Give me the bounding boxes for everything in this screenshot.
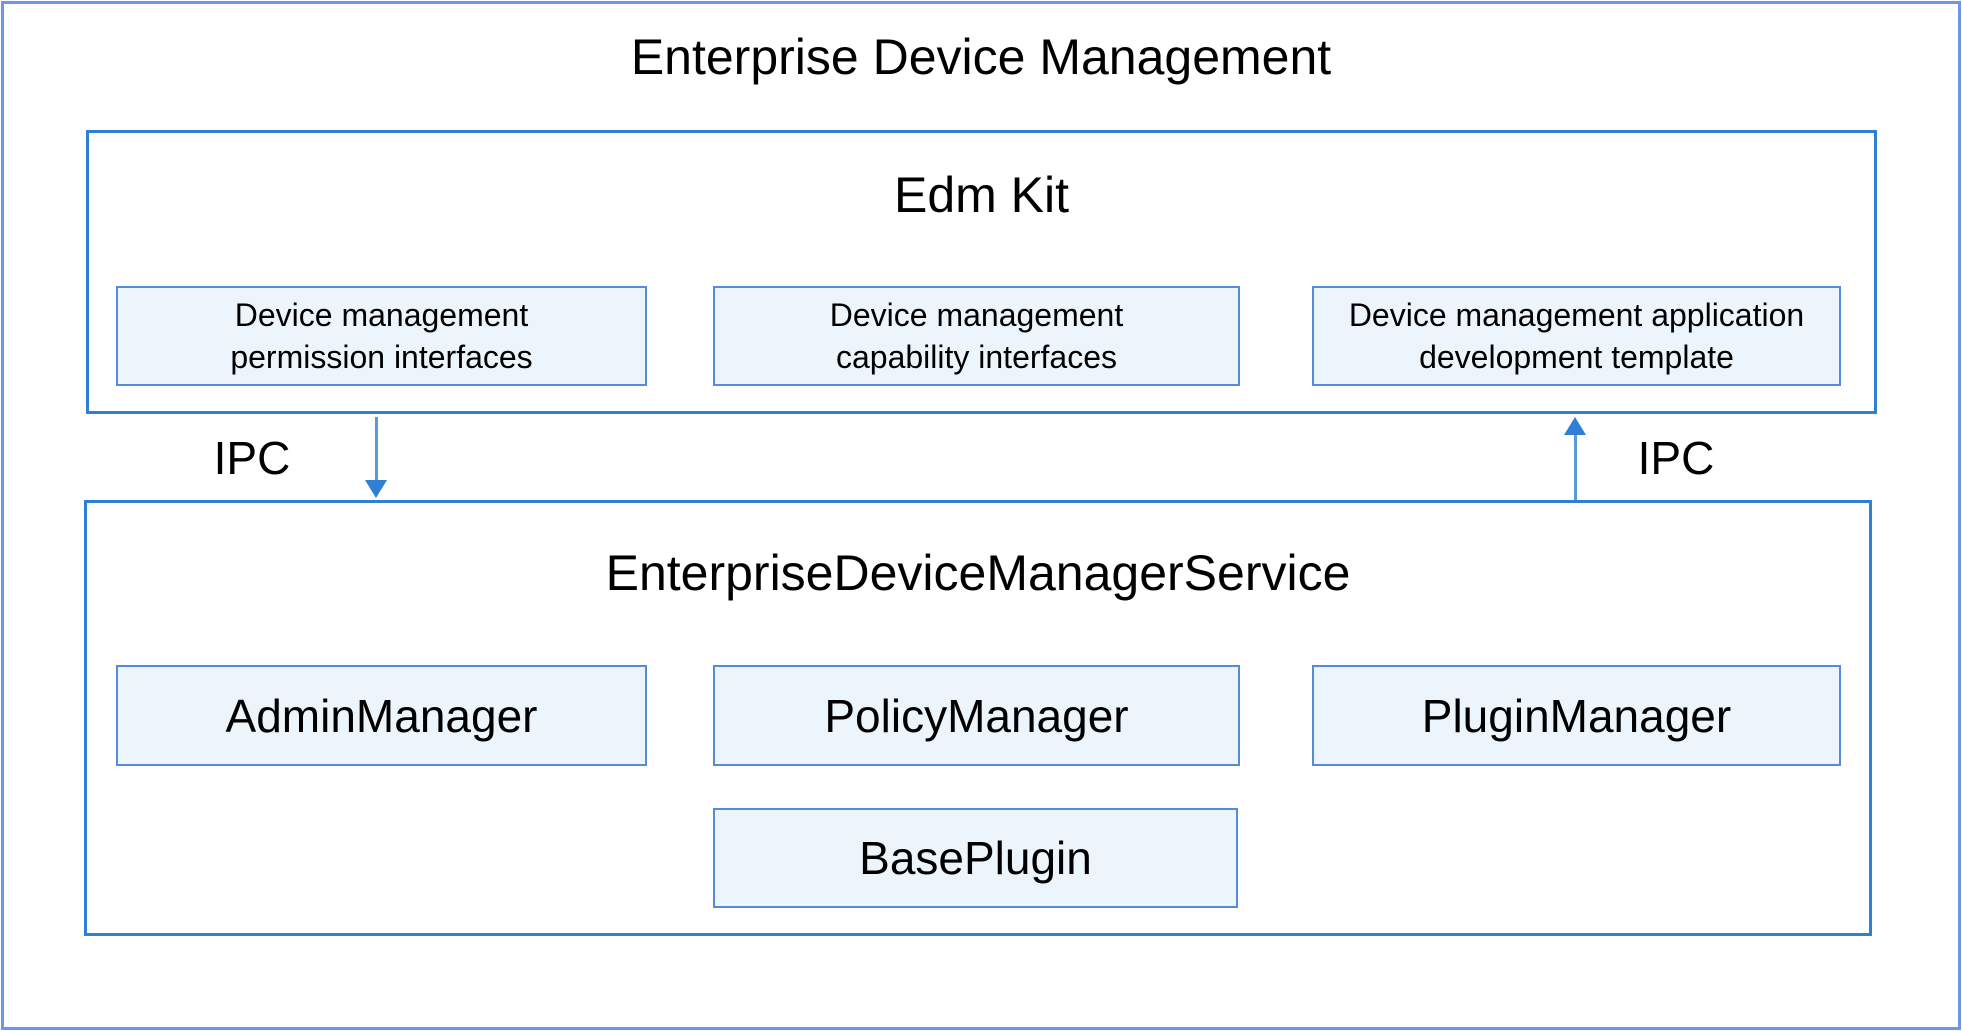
box-label-line2: permission interfaces bbox=[230, 339, 533, 375]
box-label-line1: Device management bbox=[829, 297, 1124, 333]
box-base-plugin: BasePlugin bbox=[713, 808, 1238, 908]
ipc-down-arrow-head-icon bbox=[365, 480, 387, 498]
box-label-line1: Device management bbox=[234, 297, 529, 333]
edm-kit-title: Edm Kit bbox=[893, 167, 1070, 223]
ipc-label-right: IPC bbox=[1637, 432, 1715, 484]
box-label: PluginManager bbox=[1421, 689, 1732, 742]
box-label: AdminManager bbox=[225, 689, 538, 742]
box-policy-manager: PolicyManager bbox=[713, 665, 1240, 766]
ipc-down-arrow-line bbox=[375, 417, 378, 480]
ipc-label-left: IPC bbox=[213, 432, 291, 484]
box-label: Device management capability interfaces bbox=[830, 294, 1123, 378]
box-device-management-application-development-template: Device management application development… bbox=[1312, 286, 1841, 386]
diagram-title: Enterprise Device Management bbox=[630, 29, 1332, 85]
box-label: Device management permission interfaces bbox=[230, 294, 532, 378]
ipc-up-arrow-head-icon bbox=[1564, 417, 1586, 435]
box-admin-manager: AdminManager bbox=[116, 665, 647, 766]
box-label: BasePlugin bbox=[859, 832, 1092, 884]
box-label-line2: capability interfaces bbox=[835, 339, 1117, 375]
enterprise-device-manager-service-container: EnterpriseDeviceManagerService AdminMana… bbox=[84, 500, 1872, 936]
box-label: Device management application development… bbox=[1349, 294, 1804, 378]
edm-kit-container: Edm Kit Device management permission inte… bbox=[86, 130, 1877, 414]
box-label: PolicyManager bbox=[824, 689, 1129, 742]
box-device-management-capability-interfaces: Device management capability interfaces bbox=[713, 286, 1240, 386]
box-label-line2: development template bbox=[1419, 339, 1734, 375]
enterprise-device-manager-service-title: EnterpriseDeviceManagerService bbox=[605, 545, 1351, 601]
box-label-line1: Device management application bbox=[1348, 297, 1805, 333]
box-device-management-permission-interfaces: Device management permission interfaces bbox=[116, 286, 647, 386]
ipc-up-arrow-line bbox=[1574, 435, 1577, 500]
box-plugin-manager: PluginManager bbox=[1312, 665, 1841, 766]
